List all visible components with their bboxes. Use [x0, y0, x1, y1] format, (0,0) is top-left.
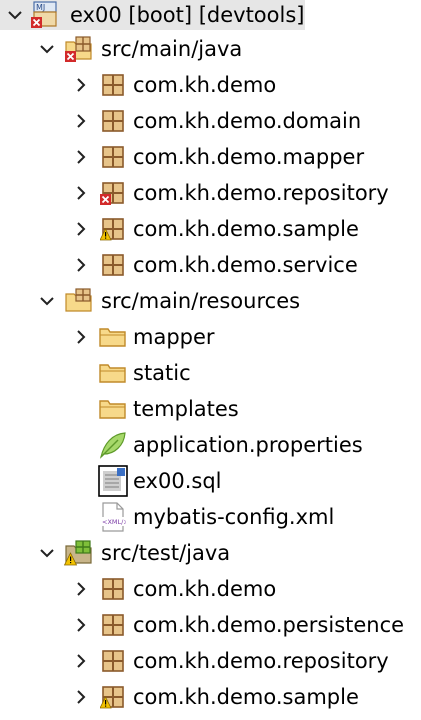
source-folder-icon: [64, 34, 94, 64]
tree-item-package[interactable]: com.kh.demo: [0, 571, 421, 607]
tree-item-package[interactable]: com.kh.demo: [0, 67, 421, 103]
tree-item-package[interactable]: com.kh.demo.domain: [0, 103, 421, 139]
tree-item-label: com.kh.demo.persistence: [133, 613, 405, 637]
xml-file-icon: <XML/>: [98, 502, 128, 532]
chevron-right-icon[interactable]: [70, 571, 92, 607]
package-icon: [98, 106, 128, 136]
chevron-right-icon[interactable]: [70, 643, 92, 679]
tree-item-label: ex00 [boot] [devtools]: [70, 3, 305, 27]
tree-item-package[interactable]: com.kh.demo.sample: [0, 211, 421, 247]
chevron-right-icon[interactable]: [70, 175, 92, 211]
tree-item-label: src/main/java: [101, 37, 243, 61]
tree-item-package[interactable]: com.kh.demo.repository: [0, 175, 421, 211]
tree-item-package[interactable]: com.kh.demo.sample: [0, 679, 421, 715]
svg-text:MJ: MJ: [36, 3, 45, 12]
package-icon: [98, 574, 128, 604]
tree-item-src-main-resources[interactable]: src/main/resources: [0, 283, 421, 319]
chevron-right-icon[interactable]: [70, 211, 92, 247]
tree-item-label: templates: [133, 397, 239, 421]
tree-item-label: mybatis-config.xml: [133, 505, 335, 529]
resource-folder-icon: [64, 286, 94, 316]
tree-item-label: src/test/java: [101, 541, 231, 565]
chevron-right-icon[interactable]: [70, 103, 92, 139]
chevron-right-icon[interactable]: [70, 679, 92, 715]
sql-file-icon: [98, 465, 128, 497]
chevron-right-icon[interactable]: [70, 607, 92, 643]
test-source-folder-icon: [64, 538, 94, 568]
tree-item-label: com.kh.demo.repository: [133, 649, 389, 673]
chevron-right-icon[interactable]: [70, 139, 92, 175]
tree-item-label: com.kh.demo.domain: [133, 109, 362, 133]
tree-item-file[interactable]: application.properties: [0, 427, 421, 463]
tree-item-label: application.properties: [133, 433, 363, 457]
leaf-icon: [98, 430, 128, 460]
tree-item-label: mapper: [133, 325, 215, 349]
tree-item-label: static: [133, 361, 191, 385]
tree-item-label: com.kh.demo.repository: [133, 181, 389, 205]
tree-item-file[interactable]: <XML/> mybatis-config.xml: [0, 499, 421, 535]
chevron-down-icon[interactable]: [36, 31, 58, 67]
tree-item-package[interactable]: com.kh.demo.mapper: [0, 139, 421, 175]
chevron-down-icon[interactable]: [36, 535, 58, 571]
chevron-right-icon[interactable]: [70, 319, 92, 355]
package-warning-icon: [98, 682, 128, 712]
tree-item-label: com.kh.demo: [133, 577, 277, 601]
tree-item-label: com.kh.demo: [133, 73, 277, 97]
tree-item-label: ex00.sql: [133, 469, 222, 493]
folder-icon: [98, 394, 128, 424]
tree-item-src-test-java[interactable]: src/test/java: [0, 535, 421, 571]
tree-item-folder[interactable]: mapper: [0, 319, 421, 355]
package-icon: [98, 142, 128, 172]
package-icon: [98, 646, 128, 676]
chevron-down-icon[interactable]: [36, 283, 58, 319]
tree-item-label: com.kh.demo.sample: [133, 685, 359, 709]
folder-icon: [98, 358, 128, 388]
tree-item-package[interactable]: com.kh.demo.service: [0, 247, 421, 283]
tree-item-src-main-java[interactable]: src/main/java: [0, 31, 421, 67]
tree-item-label: src/main/resources: [101, 289, 301, 313]
project-icon: MJ: [30, 0, 60, 30]
tree-item-package[interactable]: com.kh.demo.repository: [0, 643, 421, 679]
tree-item-label: com.kh.demo.sample: [133, 217, 359, 241]
chevron-right-icon[interactable]: [70, 247, 92, 283]
svg-text:<XML/>: <XML/>: [102, 518, 126, 526]
tree-item-folder[interactable]: templates: [0, 391, 421, 427]
folder-icon: [98, 322, 128, 352]
tree-item-package[interactable]: com.kh.demo.persistence: [0, 607, 421, 643]
package-icon: [98, 610, 128, 640]
package-warning-icon: [98, 214, 128, 244]
tree-item-label: com.kh.demo.mapper: [133, 145, 365, 169]
tree-item-file[interactable]: ex00.sql: [0, 463, 421, 499]
tree-item-project[interactable]: MJ ex00 [boot] [devtools]: [0, 0, 305, 30]
package-error-icon: [98, 178, 128, 208]
chevron-right-icon[interactable]: [70, 67, 92, 103]
tree-item-label: com.kh.demo.service: [133, 253, 358, 277]
chevron-down-icon[interactable]: [4, 0, 26, 30]
package-icon: [98, 250, 128, 280]
package-icon: [98, 70, 128, 100]
tree-item-folder[interactable]: static: [0, 355, 421, 391]
